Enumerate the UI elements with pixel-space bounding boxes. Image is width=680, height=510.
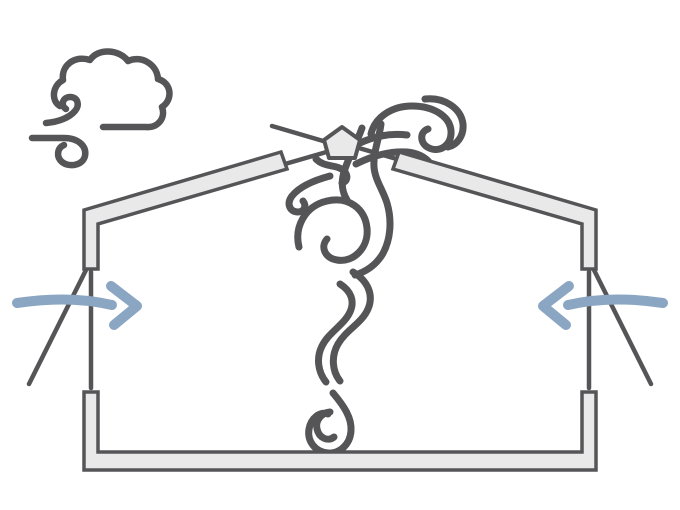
wind-swirl-small-icon (42, 93, 81, 127)
right-roof-and-wall-panel (390, 149, 598, 271)
floor-and-lower-walls (82, 390, 598, 472)
right-side-vent (586, 267, 654, 391)
cloud-icon (50, 48, 173, 131)
building-shell (82, 149, 598, 472)
plume-wave-curl (367, 102, 455, 153)
plume-ear-loop (294, 196, 371, 264)
wind-cloud-icon (28, 48, 173, 169)
plume-hook-left (285, 172, 334, 216)
plume-s-curve-outer (329, 268, 374, 385)
left-vent-open-flap (26, 267, 89, 387)
plume-s-curve-inner (315, 280, 356, 386)
buoyant-air-plume (285, 95, 467, 457)
ridge-vent-cap (322, 125, 362, 160)
left-side-vent (26, 267, 94, 391)
plume-flame-inner-curl (313, 408, 338, 443)
plume-wisp-upper (356, 130, 411, 147)
right-airflow-arrow (538, 281, 668, 330)
ridge-flap-open-left (269, 123, 333, 146)
ridge-flap-left-connector (282, 148, 333, 167)
left-roof-and-wall-panel (82, 149, 290, 271)
left-arrow-shaft (12, 294, 117, 310)
right-arrow-shaft (563, 294, 668, 310)
plume-squiggle-under-cap (312, 155, 351, 187)
plume-column-right-edge (351, 120, 394, 279)
right-vent-open-flap (591, 267, 654, 387)
plume-wave-outer-arc (421, 95, 467, 151)
left-airflow-arrow (12, 281, 142, 330)
wind-swirl-large-icon (28, 134, 89, 169)
right-arrow-head (538, 281, 574, 330)
left-arrow-head (106, 281, 142, 330)
